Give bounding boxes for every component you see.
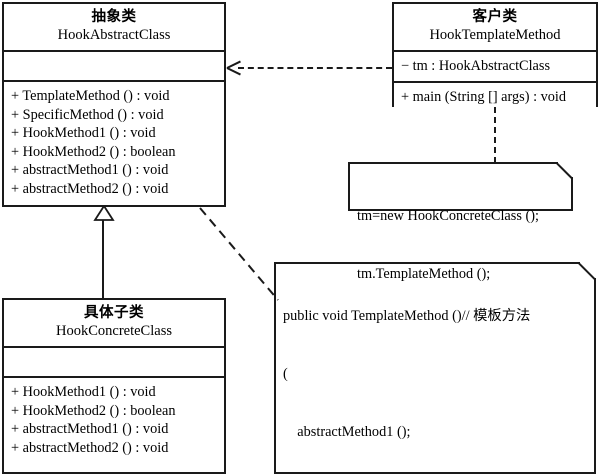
class-method-row: + abstractMethod2 () : void: [11, 439, 169, 456]
class-method-row: + main (String [] args) : void: [401, 88, 567, 105]
class-method-row: + HookMethod1 () : void: [11, 125, 156, 142]
class-method-row: + HookMethod1 () : void: [11, 384, 156, 400]
class-method-row: + HookMethod2 () : boolean: [11, 143, 176, 160]
note-body-client: tm=new HookConcreteClass (); tm.Template…: [348, 162, 573, 329]
note-line: public void TemplateMethod ()// 模板方法: [283, 307, 531, 324]
class-method-row: + abstractMethod2 () : void: [11, 180, 169, 197]
note-line: abstractMethod1 ();: [283, 424, 411, 441]
generalization-hollow-triangle-icon: [93, 204, 115, 226]
class-methods-client: + main (String [] args) : void: [394, 80, 596, 112]
class-name-concrete: HookConcreteClass: [56, 323, 172, 339]
note-template-method-code[interactable]: public void TemplateMethod ()// 模板方法 ( a…: [274, 262, 596, 474]
class-attribute-row: − tm : HookAbstractClass: [401, 58, 551, 74]
class-methods-concrete: + HookMethod1 () : void + HookMethod2 ()…: [4, 376, 224, 472]
note-border-client: [348, 162, 573, 211]
note-fold-mask-template: [580, 262, 596, 278]
dependency-open-arrowhead: [226, 59, 241, 76]
class-stereotype-cn-concrete: 具体子类: [84, 305, 144, 321]
class-method-row: + HookMethod2 () : boolean: [11, 402, 176, 419]
client-note-anchor-line: [494, 107, 496, 163]
class-box-client-class[interactable]: 客户类 HookTemplateMethod − tm : HookAbstra…: [392, 2, 598, 112]
class-method-row: + abstractMethod1 () : void: [11, 162, 169, 179]
class-method-row: + abstractMethod1 () : void: [11, 421, 169, 438]
class-box-abstract-class[interactable]: 抽象类 HookAbstractClass + TemplateMethod (…: [2, 2, 226, 207]
note-client-instantiation[interactable]: tm=new HookConcreteClass (); tm.Template…: [348, 162, 573, 282]
class-title-client-class: 客户类 HookTemplateMethod: [394, 4, 596, 50]
class-method-row: + SpecificMethod () : void: [11, 106, 164, 123]
note-line: tm.TemplateMethod ();: [357, 266, 491, 283]
class-name-client: HookTemplateMethod: [429, 27, 561, 43]
class-title-abstract-class: 抽象类 HookAbstractClass: [4, 4, 224, 50]
class-method-row: + TemplateMethod () : void: [11, 88, 170, 104]
class-methods-abstract: + TemplateMethod () : void + SpecificMet…: [4, 80, 224, 205]
class-name-abstract: HookAbstractClass: [57, 27, 171, 43]
class-stereotype-cn-client: 客户类: [472, 9, 518, 25]
class-box-concrete-class[interactable]: 具体子类 HookConcreteClass + HookMethod1 () …: [2, 298, 226, 474]
note-body-template: public void TemplateMethod ()// 模板方法 ( a…: [274, 262, 596, 476]
generalization-connector-line: [102, 218, 104, 298]
note-fold-mask-client: [558, 162, 573, 177]
class-attributes-client: − tm : HookAbstractClass: [394, 50, 596, 81]
class-title-concrete-class: 具体子类 HookConcreteClass: [4, 300, 224, 346]
class-attributes-concrete-empty: [4, 346, 224, 376]
class-attributes-abstract-empty: [4, 50, 224, 80]
class-stereotype-cn-abstract: 抽象类: [91, 9, 137, 25]
note-line: (: [283, 366, 288, 383]
dependency-connector-line: [238, 67, 392, 69]
note-line: tm=new HookConcreteClass ();: [357, 207, 539, 224]
note-border-template: [274, 262, 596, 474]
